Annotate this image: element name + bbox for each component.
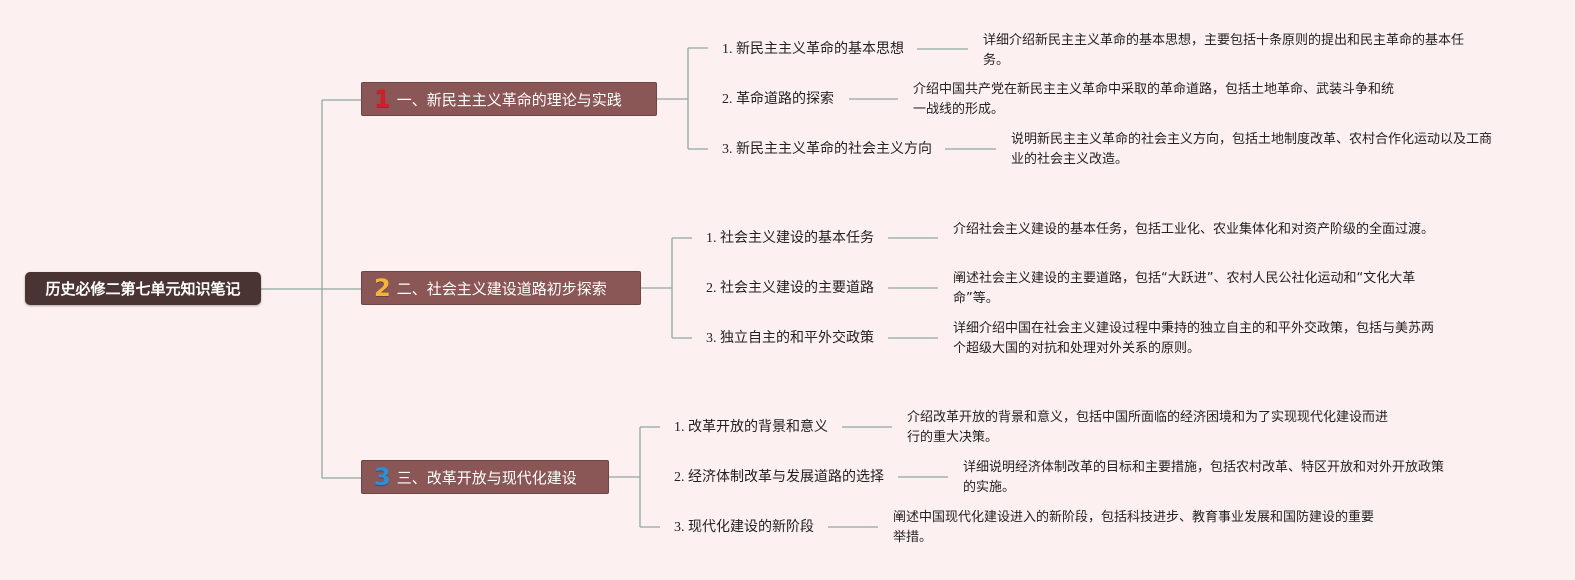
branch-2-connector [641,237,692,339]
detail-2-3: 详细介绍中国在社会主义建设过程中秉持的独立自主的和平外交政策，包括与美苏两个超级… [953,321,1435,356]
subtopic-2-3[interactable]: 3. 独立自主的和平外交政策 [706,331,874,346]
root-connector [261,99,361,479]
subtopic-1-2[interactable]: 2. 革命道路的探索 [722,92,834,107]
branch-label: 二、社会主义建设道路初步探索 [396,279,607,298]
number-badge-icon: 2 [374,274,391,302]
detail-3-1: 介绍改革开放的背景和意义，包括中国所面临的经济困境和为了实现现代化建设而进行的重… [907,410,1389,445]
subtopic-2-2[interactable]: 2. 社会主义建设的主要道路 [706,281,874,296]
detail-1-3: 说明新民主主义革命的社会主义方向，包括土地制度改革、农村合作化运动以及工商业的社… [1011,132,1493,167]
subtopic-3-2[interactable]: 2. 经济体制改革与发展道路的选择 [674,470,884,485]
branch-label: 一、新民主主义革命的理论与实践 [396,90,622,109]
subtopic-2-1[interactable]: 1. 社会主义建设的基本任务 [706,231,874,246]
branch-3-connector [609,426,660,528]
subtopic-3-3[interactable]: 3. 现代化建设的新阶段 [674,520,814,535]
branch-node-2[interactable]: 2 二、社会主义建设道路初步探索 [361,271,641,305]
detail-2-2: 阐述社会主义建设的主要道路，包括“大跃进”、农村人民公社化运动和“文化大革命”等… [953,271,1416,306]
branch-node-3[interactable]: 3 三、改革开放与现代化建设 [361,460,609,494]
branch-1-connector [657,47,708,150]
number-badge-icon: 3 [374,463,391,491]
subtopic-3-1[interactable]: 1. 改革开放的背景和意义 [674,420,828,435]
branch-node-1[interactable]: 1 一、新民主主义革命的理论与实践 [361,82,657,116]
root-node[interactable]: 历史必修二第七单元知识笔记 [25,272,261,305]
detail-3-3: 阐述中国现代化建设进入的新阶段，包括科技进步、教育事业发展和国防建设的重要举措。 [893,510,1375,545]
detail-1-1: 详细介绍新民主主义革命的基本思想，主要包括十条原则的提出和民主革命的基本任务。 [983,33,1465,68]
detail-3-2: 详细说明经济体制改革的目标和主要措施，包括农村改革、特区开放和对外开放政策的实施… [963,460,1445,495]
detail-2-1: 介绍社会主义建设的基本任务，包括工业化、农业集体化和对资产阶级的全面过渡。 [953,222,1435,237]
subtopic-1-1[interactable]: 1. 新民主主义革命的基本思想 [722,42,904,57]
detail-1-2: 介绍中国共产党在新民主主义革命中采取的革命道路，包括土地革命、武装斗争和统一战线… [913,82,1395,117]
number-badge-icon: 1 [374,85,391,113]
subtopic-1-3[interactable]: 3. 新民主主义革命的社会主义方向 [722,142,932,157]
root-label: 历史必修二第七单元知识笔记 [45,280,241,298]
branch-label: 三、改革开放与现代化建设 [396,468,577,487]
